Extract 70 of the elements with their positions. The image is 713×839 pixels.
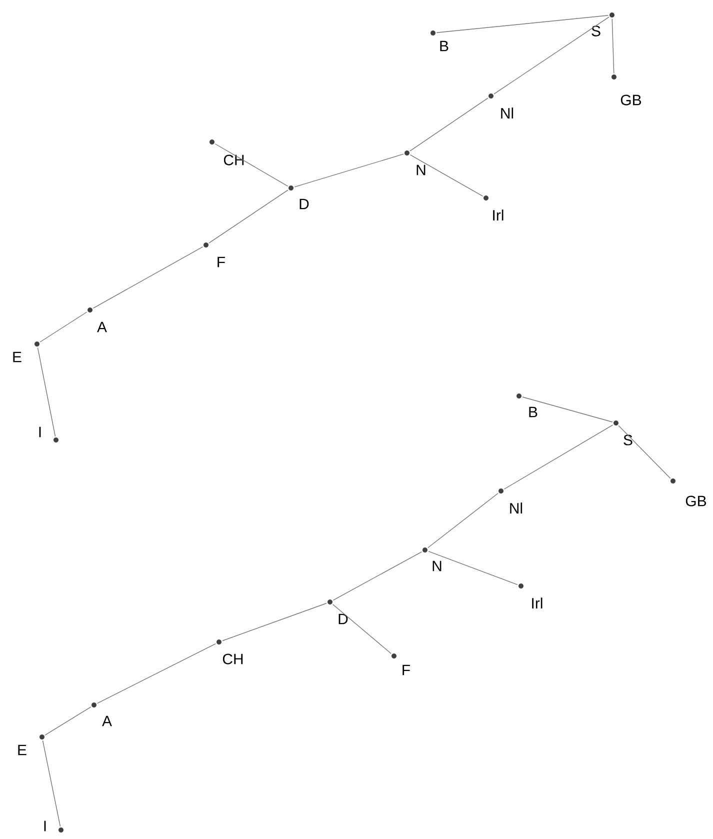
connector-line bbox=[42, 740, 61, 827]
node-label: Nl bbox=[510, 502, 522, 514]
labeled-point: GB bbox=[612, 74, 642, 106]
connector-line bbox=[410, 98, 488, 152]
node-label: Irl bbox=[532, 598, 542, 608]
labeled-point: S bbox=[592, 12, 614, 36]
connector-line bbox=[410, 154, 484, 197]
node-label: E bbox=[18, 744, 26, 756]
labeled-point: I bbox=[39, 426, 58, 442]
connector-line bbox=[332, 551, 422, 601]
connector-line bbox=[222, 602, 327, 642]
labeled-point: B bbox=[516, 394, 538, 418]
node-label: CH bbox=[222, 654, 243, 664]
node-label: F bbox=[402, 664, 410, 676]
node-label: Irl bbox=[493, 210, 504, 220]
node-label: S bbox=[624, 434, 632, 446]
connector-line bbox=[522, 396, 613, 422]
node-label: D bbox=[300, 198, 309, 210]
labeled-point: Nl bbox=[498, 488, 522, 514]
labeled-point: D bbox=[288, 186, 309, 210]
labeled-point: F bbox=[204, 242, 225, 268]
labeled-point: Nl bbox=[488, 94, 514, 118]
connector-line bbox=[612, 18, 614, 74]
labeled-point: CH bbox=[216, 640, 243, 664]
node-label: A bbox=[102, 716, 112, 726]
node-label: I bbox=[44, 820, 46, 832]
labeled-point: D bbox=[328, 600, 348, 624]
labeled-point: A bbox=[88, 308, 107, 332]
labeled-point: B bbox=[430, 30, 448, 52]
connector-line bbox=[504, 424, 614, 490]
connector-line bbox=[92, 246, 204, 309]
labeled-point: I bbox=[44, 820, 64, 832]
connector-line bbox=[618, 425, 671, 479]
node-label: I bbox=[39, 426, 41, 438]
labeled-point: Irl bbox=[518, 584, 542, 608]
labeled-point: E bbox=[13, 342, 40, 362]
connector-line bbox=[294, 154, 404, 188]
node-label: E bbox=[13, 352, 22, 362]
connector-line bbox=[214, 144, 288, 186]
node-label: B bbox=[440, 40, 448, 52]
labeled-point: GB bbox=[670, 478, 706, 506]
labeled-point: A bbox=[92, 702, 112, 726]
labeled-point: Irl bbox=[484, 196, 504, 220]
node-label: N bbox=[416, 164, 426, 176]
connector-line bbox=[332, 604, 392, 654]
connector-line bbox=[96, 643, 216, 704]
labeled-point: N bbox=[404, 150, 426, 176]
node-label: N bbox=[432, 560, 442, 572]
node-label: GB bbox=[620, 94, 642, 106]
node-label: B bbox=[529, 406, 538, 418]
labeled-point: N bbox=[422, 548, 442, 572]
connector-line bbox=[40, 312, 88, 342]
connector-line bbox=[428, 492, 498, 548]
node-label: CH bbox=[224, 154, 244, 166]
connector-line bbox=[208, 190, 288, 244]
labeled-point: S bbox=[614, 420, 632, 446]
node-label: GB bbox=[686, 496, 706, 506]
node-label: S bbox=[592, 26, 600, 36]
labeled-point: E bbox=[18, 734, 44, 756]
connector-line bbox=[428, 550, 518, 586]
node-label: A bbox=[97, 322, 107, 332]
connector-line bbox=[494, 16, 610, 94]
node-label: Nl bbox=[501, 108, 514, 118]
connector-line bbox=[37, 347, 56, 437]
labeled-point: CH bbox=[210, 140, 244, 166]
node-label: D bbox=[338, 614, 348, 624]
connector-line bbox=[436, 15, 609, 33]
connector-line bbox=[44, 706, 92, 736]
node-label: F bbox=[218, 256, 225, 268]
labeled-point: F bbox=[392, 654, 410, 676]
